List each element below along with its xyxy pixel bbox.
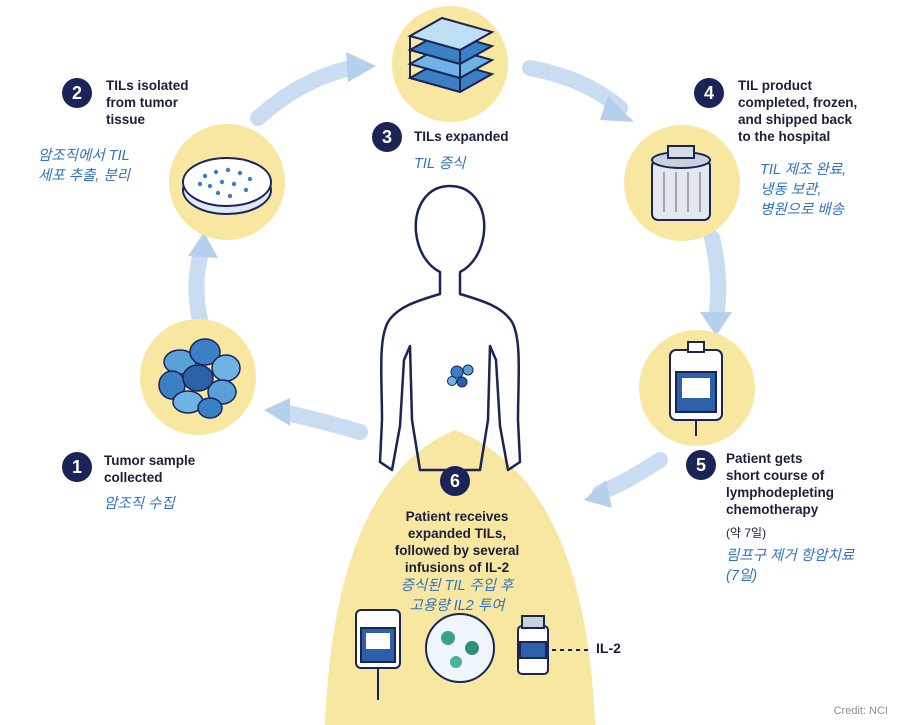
arrowhead-4-to-5 — [700, 312, 732, 336]
step-5-number: 5 — [686, 450, 716, 480]
il2-vial-icon — [517, 615, 590, 675]
step-2-korean: 암조직에서 TIL 세포 추출, 분리 — [38, 148, 131, 184]
step-3-title: TILs expanded — [414, 129, 509, 144]
human-silhouette — [378, 184, 522, 472]
step-2-number: 2 — [62, 78, 92, 108]
cycle-arrows — [188, 60, 727, 501]
step-6-number: 6 — [440, 466, 470, 496]
arrowhead-2-to-3 — [346, 52, 376, 82]
arrow-heads — [188, 52, 732, 508]
arrow-5-to-6 — [592, 452, 668, 501]
step-1-korean: 암조직 수집 — [104, 496, 175, 512]
arrowhead-1-to-2 — [188, 232, 218, 258]
step-4-korean: TIL 제조 완료, 냉동 보관, 병원으로 배송 — [760, 162, 847, 218]
petri-dish-icon — [182, 157, 272, 215]
arrowhead-6-to-1 — [264, 398, 290, 426]
step-4-number: 4 — [694, 78, 724, 108]
step-4-title: TIL product completed, frozen, and shipp… — [738, 78, 858, 144]
til-cells-dish-icon — [425, 613, 495, 683]
step-5-title: Patient gets short course of lymphodeple… — [726, 451, 834, 517]
step-1-title: Tumor sample collected — [104, 453, 196, 485]
arrow-4-to-5 — [704, 230, 727, 326]
arrow-2-to-3 — [250, 60, 358, 126]
iv-bag-small-icon — [355, 609, 401, 700]
step-3-korean: TIL 증식 — [414, 156, 466, 172]
step-1-number: 1 — [62, 452, 92, 482]
credit: Credit: NCI — [833, 705, 888, 717]
freezer-tank-icon — [651, 145, 711, 221]
tumor-in-body-icon — [447, 364, 474, 388]
arrow-6-to-1 — [274, 404, 368, 440]
step-6-title: Patient receives expanded TILs, followed… — [394, 509, 520, 575]
step-5-duration-note: (약 7일) — [726, 526, 767, 540]
iv-bag-icon — [669, 341, 723, 436]
step-6-korean: 증식된 TIL 주입 후 고용량 IL2 투여 — [400, 578, 514, 614]
tumor-cells-icon — [158, 338, 241, 419]
arrowhead-5-to-6 — [584, 480, 612, 508]
step-2-title: TILs isolated from tumor tissue — [106, 78, 189, 127]
arrow-1-to-2 — [188, 242, 210, 328]
step-3-number: 3 — [372, 122, 402, 152]
step-5-korean: 림프구 제거 항암치료 (7일) — [726, 548, 855, 584]
arrowhead-3-to-4 — [600, 96, 634, 122]
il2-label: IL-2 — [596, 640, 621, 656]
culture-flasks-icon — [407, 16, 495, 94]
